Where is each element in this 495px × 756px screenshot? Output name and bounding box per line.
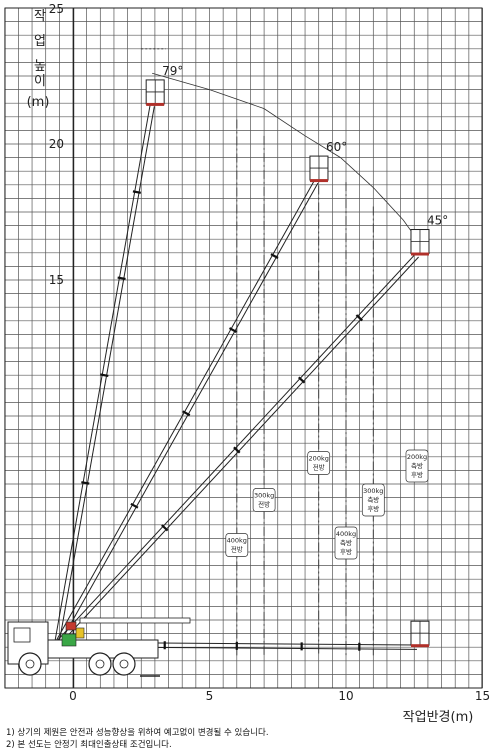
boom-joint bbox=[100, 373, 109, 377]
boom-joint bbox=[132, 190, 142, 194]
truck-window bbox=[13, 627, 31, 643]
basket-base bbox=[410, 644, 429, 648]
y-tick-label: 25 bbox=[49, 2, 64, 16]
x-tick-label: 0 bbox=[69, 689, 77, 703]
boom-joint bbox=[130, 502, 139, 509]
footnote-2: 2) 본 선도는 안정기 최대인출상태 조건입니다. bbox=[6, 740, 172, 750]
load-zone-label-box bbox=[307, 451, 331, 475]
load-zone-label-text: 후방 bbox=[411, 470, 423, 479]
load-zone-label-box bbox=[252, 488, 276, 512]
grid bbox=[4, 7, 483, 689]
y-axis-label-part: 높 bbox=[34, 59, 46, 74]
load-zone-label-box bbox=[405, 449, 429, 483]
boom-joint bbox=[161, 524, 169, 532]
load-zone-label-text: 전방 bbox=[258, 500, 270, 509]
y-axis-label-part: 이 bbox=[34, 74, 46, 89]
load-zone-label-text: 300kg bbox=[254, 492, 274, 500]
boom-angle-label: 60° bbox=[326, 140, 347, 154]
boom-joint bbox=[297, 376, 306, 384]
basket-base bbox=[410, 252, 429, 256]
truck-hub bbox=[119, 659, 129, 669]
y-axis-label-part: 작 bbox=[34, 9, 46, 24]
truck-hub bbox=[95, 659, 105, 669]
work-envelope-curve bbox=[152, 72, 418, 240]
load-zone-label-text: 200kg bbox=[309, 455, 329, 463]
x-tick-label: 5 bbox=[206, 689, 214, 703]
load-zone-label-text: 측방 bbox=[340, 538, 352, 547]
boom-angle-label: 79° bbox=[162, 64, 183, 78]
platform-basket bbox=[145, 79, 165, 106]
basket-base bbox=[146, 102, 165, 106]
y-tick-label: 15 bbox=[49, 273, 64, 287]
load-zone-label-text: 전방 bbox=[313, 463, 325, 472]
x-tick-label: 15 bbox=[475, 689, 490, 703]
load-zone-label-box bbox=[225, 533, 249, 557]
basket-base bbox=[309, 179, 328, 183]
boom-joint bbox=[233, 446, 241, 454]
load-zone-label-text: 측방 bbox=[411, 461, 423, 470]
y-axis-label-part: (m) bbox=[27, 95, 50, 110]
truck-body bbox=[7, 617, 191, 677]
boom-joint bbox=[228, 327, 238, 333]
load-zone-label-box bbox=[334, 526, 358, 560]
boom-joint bbox=[182, 410, 191, 417]
load-zone-label-text: 400kg bbox=[336, 530, 356, 538]
platform-basket bbox=[410, 229, 430, 256]
x-axis-label: 작업반경(m) bbox=[403, 710, 474, 725]
truck-yellow-box bbox=[75, 627, 85, 639]
load-zone-label-text: 후방 bbox=[367, 504, 379, 513]
load-zone-label-text: 200kg bbox=[407, 453, 427, 461]
truck-green-box bbox=[61, 633, 77, 647]
load-zone-label-text: 전방 bbox=[231, 545, 243, 554]
load-zone-label-box bbox=[361, 483, 385, 517]
truck-hub bbox=[25, 659, 35, 669]
boom-joint bbox=[270, 253, 279, 259]
boom-joint bbox=[355, 314, 364, 322]
load-zone-label-text: 400kg bbox=[227, 537, 247, 545]
boom-joint bbox=[81, 481, 90, 485]
boom-angle-label: 45° bbox=[427, 214, 448, 228]
platform-basket bbox=[309, 155, 329, 183]
outrigger bbox=[79, 617, 191, 624]
plot-frame bbox=[4, 7, 483, 689]
platform-basket bbox=[410, 620, 430, 648]
footnote-1: 1) 상기의 제원은 안전과 성능향상을 위하여 예고없이 변경될 수 있습니다… bbox=[6, 728, 269, 738]
y-tick-label: 20 bbox=[49, 137, 64, 151]
x-tick-label: 10 bbox=[338, 689, 353, 703]
load-zone-label-text: 측방 bbox=[367, 495, 379, 504]
load-zone-label-text: 후방 bbox=[340, 547, 352, 556]
truck-red-part bbox=[65, 621, 77, 631]
load-zone-label-text: 300kg bbox=[363, 487, 383, 495]
y-axis-label-part: 업 bbox=[34, 34, 46, 49]
boom-joint bbox=[117, 276, 126, 281]
